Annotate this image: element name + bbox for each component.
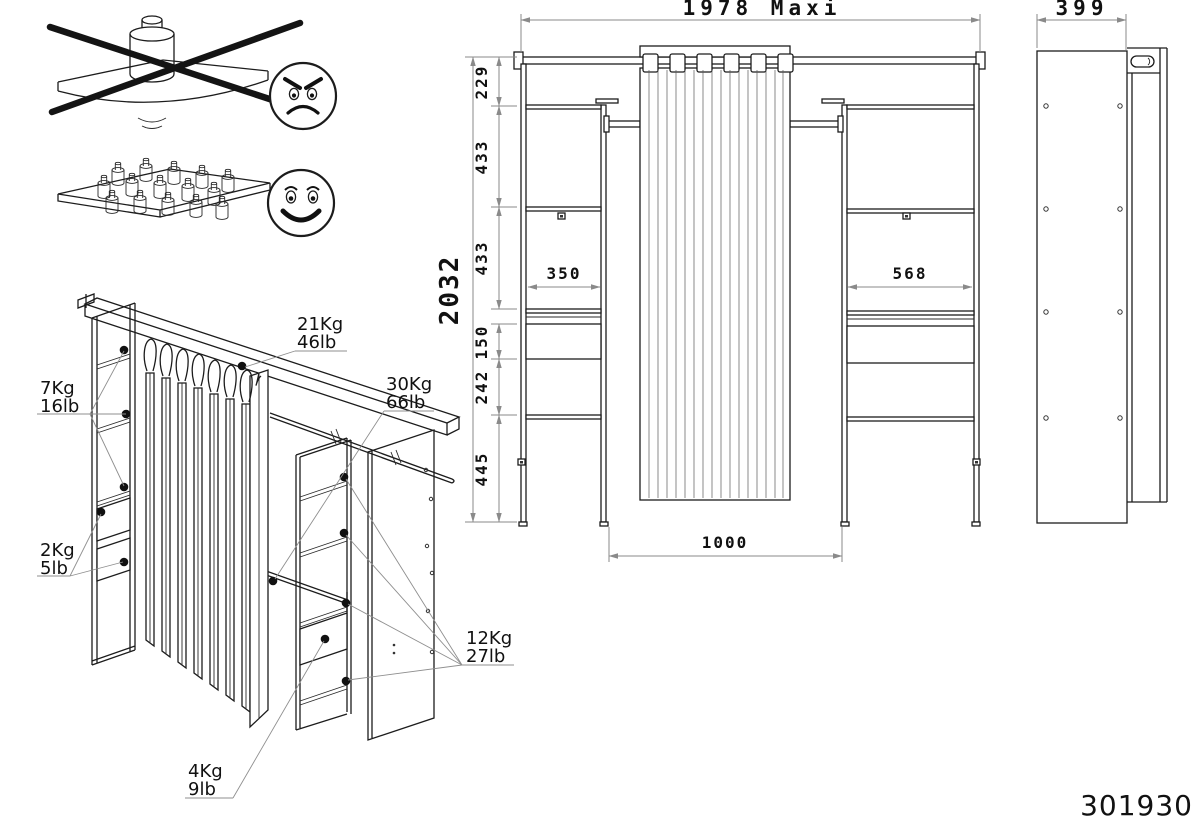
- dim-seg-433b: 433: [472, 241, 491, 276]
- load-label-top-shelf-kg: 21Kg: [297, 314, 343, 335]
- side-panel: [1036, 50, 1128, 524]
- iso-right-side-panel: [367, 429, 435, 741]
- front-curtain: [639, 45, 794, 501]
- iso-left-drawer-1: [96, 497, 131, 542]
- load-label-top-shelf-lb: 46lb: [297, 332, 336, 353]
- front-left-tower: [517, 63, 609, 527]
- dim-seg-242: 242: [472, 370, 491, 405]
- happy-face-icon: [266, 168, 336, 238]
- iso-curtain-hooks: [143, 338, 262, 403]
- iso-left-drawer-2: [96, 537, 131, 582]
- load-label-right-drawer-lb: 9lb: [188, 779, 216, 800]
- dim-seg-229: 229: [472, 65, 491, 100]
- part-number: 301930: [1080, 789, 1193, 822]
- front-dimensions: 1978 Maxi 2032 229 433 433 150 242 445 3…: [435, 0, 981, 562]
- side-view: 399: [1036, 0, 1168, 524]
- load-label-rod-kg: 30Kg: [386, 374, 432, 395]
- front-elevation: 1978 Maxi 2032 229 433 433 150 242 445 3…: [435, 0, 986, 562]
- loading-warning-bad: [46, 15, 338, 131]
- dim-right-bay: 568: [893, 264, 928, 283]
- bent-shelf-icon: [57, 59, 269, 129]
- load-label-right-shelves-kg: 12Kg: [466, 628, 512, 649]
- side-panel-holes: [1043, 103, 1123, 421]
- dim-depth: 399: [1056, 0, 1109, 20]
- side-dimensions: 399: [1036, 0, 1127, 50]
- iso-top-rail: [269, 412, 455, 484]
- load-label-left-drawers-lb: 5lb: [40, 558, 68, 579]
- side-rod-bracket: [1127, 47, 1168, 502]
- angry-face-icon: [268, 61, 338, 131]
- small-weights-icon: [97, 157, 235, 220]
- front-right-drawer: [846, 325, 975, 364]
- leader-lines: [37, 350, 514, 799]
- iso-left-tower: [91, 302, 136, 666]
- dim-total-height: 2032: [435, 255, 465, 326]
- cross-out-icon: [46, 19, 307, 116]
- dim-center-bay: 1000: [702, 533, 749, 552]
- load-point-dots: [96, 345, 351, 686]
- load-label-right-drawer-kg: 4Kg: [188, 761, 223, 782]
- front-right-tower: [840, 63, 981, 527]
- front-middle-rod: [595, 98, 845, 133]
- loading-warning-good: [57, 157, 336, 238]
- load-label-right-shelves-lb: 27lb: [466, 646, 505, 667]
- load-label-left-drawers-kg: 2Kg: [40, 540, 75, 561]
- heavy-weight-icon: [129, 15, 175, 83]
- load-label-left-shelves-kg: 7Kg: [40, 378, 75, 399]
- isometric-view: 7Kg 16lb 2Kg 5lb 21Kg 46lb 30Kg 66lb 12K…: [37, 293, 514, 800]
- dim-seg-433a: 433: [472, 140, 491, 175]
- dim-seg-150: 150: [472, 325, 491, 360]
- load-limit-labels: 7Kg 16lb 2Kg 5lb 21Kg 46lb 30Kg 66lb 12K…: [40, 314, 512, 800]
- iso-curtain: [143, 338, 269, 729]
- load-label-left-shelves-lb: 16lb: [40, 396, 79, 417]
- front-left-drawer: [525, 323, 602, 360]
- load-label-rod-lb: 66lb: [386, 392, 425, 413]
- side-curtain: [1127, 73, 1167, 503]
- dim-left-bay: 350: [547, 264, 582, 283]
- flat-shelf-icon: [57, 168, 271, 218]
- iso-right-tower: [295, 437, 396, 731]
- dim-seg-445: 445: [472, 452, 491, 487]
- dim-total-width: 1978 Maxi: [683, 0, 842, 20]
